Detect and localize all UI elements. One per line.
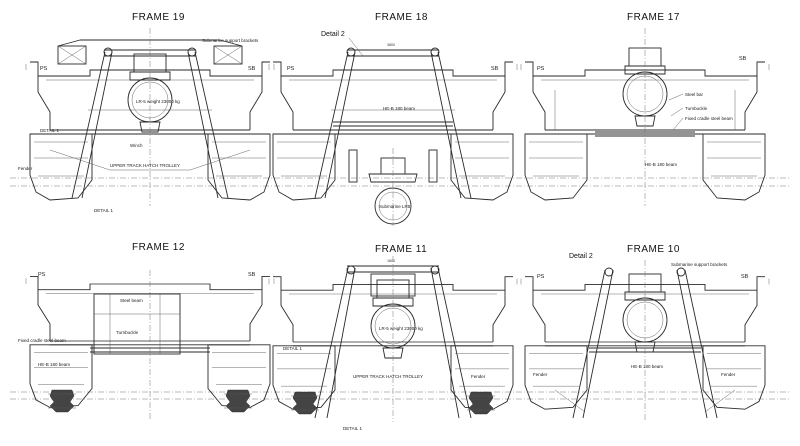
ps-label: PS <box>537 66 545 72</box>
frame-10-section: FRAME 10 Detail 2 PS SB Submarine suppor… <box>520 244 770 422</box>
label-trolley: UPPER TRACK HATCH TROLLEY <box>353 374 423 379</box>
frame-title: FRAME 10 <box>627 244 680 255</box>
ps-label: PS <box>537 274 545 280</box>
sb-label: SB <box>491 66 499 72</box>
label-fender: Fender <box>18 166 33 171</box>
ps-label: PS <box>287 66 295 72</box>
sb-label: SB <box>248 272 256 278</box>
label-steel-bar: Steel bar <box>685 92 704 97</box>
label-fender-sb: Fender <box>721 372 736 377</box>
sb-label: SB <box>741 274 749 280</box>
label-turnbuckle: Turnbuckle <box>685 106 708 111</box>
label-support-brackets: Submarine support brackets <box>671 262 728 267</box>
label-cradle: Fixed cradle steel beam <box>685 116 733 121</box>
label-submarine: Submarine LR5 <box>379 204 411 209</box>
label-fender-port: Fender <box>533 372 548 377</box>
label-sub-weight: LR-5 weight 23000 kg <box>136 99 180 104</box>
dim-top: 1800 <box>387 259 395 263</box>
frame-17-section: FRAME 17 PS SB Steel bar Turnbuckle Fixe… <box>520 12 770 206</box>
label-trolley: UPPER TRACK HATCH TROLLEY <box>110 163 180 168</box>
dim-top: 3800 <box>387 43 395 47</box>
label-sub-weight: LR-5 weight 23000 kg <box>379 326 423 331</box>
label-beam: HE-B 180 beam <box>645 162 677 167</box>
ps-label: PS <box>38 272 46 278</box>
sb-label: SB <box>739 56 747 62</box>
label-detail-1a: DETAIL 1 <box>283 346 303 351</box>
frame-title: FRAME 12 <box>132 242 185 253</box>
frame-title: FRAME 11 <box>375 244 427 255</box>
label-beam: HE-B 180 beam <box>383 106 415 111</box>
frame-18-section: FRAME 18 Detail 2 PS SB 3800 HE-B 180 be… <box>268 12 518 226</box>
label-beam: HE-B 180 beam <box>38 362 70 367</box>
frame-12-section: FRAME 12 PS SB Steel beam Turnbuckle Fix… <box>18 242 275 420</box>
detail-2-label: Detail 2 <box>321 31 345 38</box>
label-cradle: Fixed cradle steel beam <box>18 338 66 343</box>
label-support-brackets: Submarine support brackets <box>202 38 259 43</box>
label-winch: Winch <box>130 143 143 148</box>
label-beam: HE-B 180 beam <box>631 364 663 369</box>
label-detail-1a: DETAIL 1 <box>40 128 60 133</box>
reference-lines <box>10 177 790 400</box>
frame-11-section: FRAME 11 1800 LR-5 weight 23000 kg DETAI… <box>268 244 518 431</box>
label-detail-1b: DETAIL 1 <box>343 426 363 431</box>
frame-title: FRAME 17 <box>627 12 680 23</box>
sb-label: SB <box>248 66 256 72</box>
detail-2-label: Detail 2 <box>569 253 593 260</box>
ps-label: PS <box>40 66 48 72</box>
frame-title: FRAME 19 <box>132 12 185 23</box>
label-fender: Fender <box>471 374 486 379</box>
frame-title: FRAME 18 <box>375 12 428 23</box>
frame-19-section: FRAME 19 PS SB Submarine support bracket… <box>18 12 275 213</box>
label-detail-1b: DETAIL 1 <box>94 208 114 213</box>
label-steel-beam: Steel beam <box>120 298 143 303</box>
label-turnbuckle: Turnbuckle <box>116 330 139 335</box>
